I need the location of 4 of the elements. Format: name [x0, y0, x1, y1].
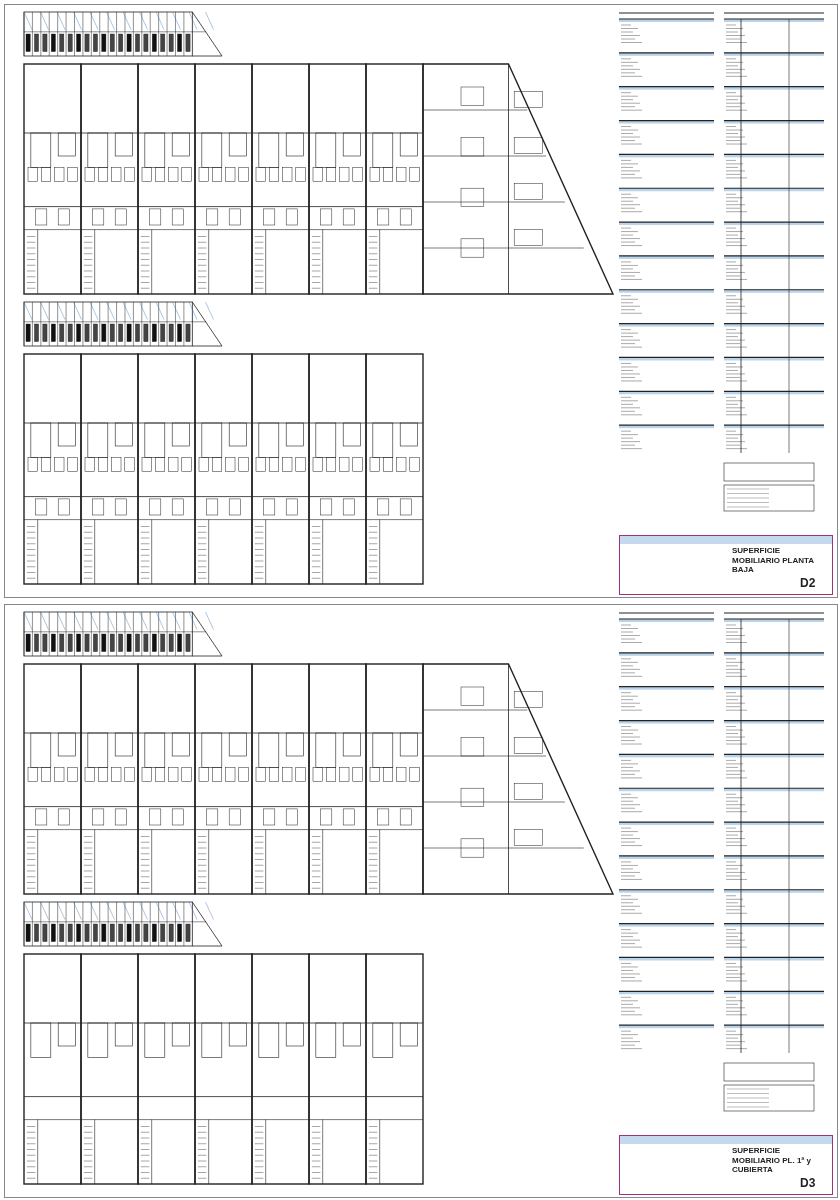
sheet-title: SUPERFICIE MOBILIARIO PLANTA BAJA — [732, 546, 815, 575]
sheet-title: SUPERFICIE MOBILIARIO PL. 1ª y CUBIERTA — [732, 1146, 812, 1175]
sheet-number: D3 — [800, 1176, 816, 1190]
sheet-number: D2 — [800, 576, 816, 590]
